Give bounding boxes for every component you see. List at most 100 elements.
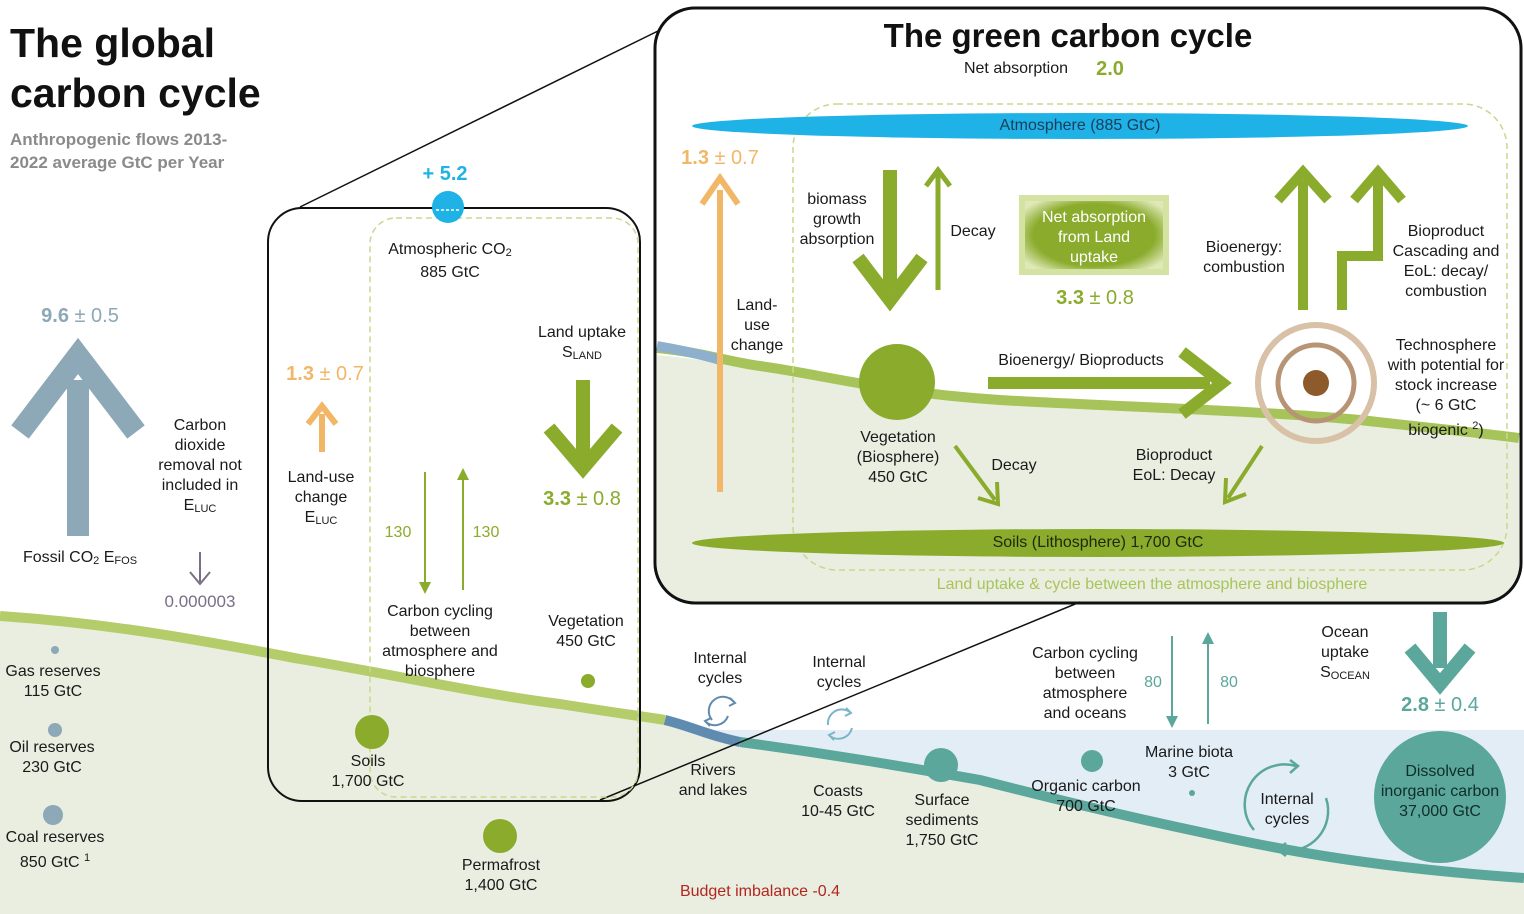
land-uptake-line1: Land uptake bbox=[537, 324, 627, 341]
title-line1: The global bbox=[10, 20, 215, 66]
cascading-line2: Cascading and bbox=[1392, 243, 1500, 260]
land-uptake-left-value: 3.3 ± 0.8 bbox=[530, 487, 634, 511]
soils-left-label: Soils 1,700 GtC bbox=[322, 752, 414, 792]
cdr-line5: E bbox=[183, 497, 195, 514]
green-cycle-title: The green carbon cycle bbox=[883, 17, 1253, 54]
bioproduct-step-arrow bbox=[1337, 180, 1383, 310]
ocean-cycling-line2: between bbox=[1054, 665, 1116, 682]
land-uptake-num: 3.3 bbox=[543, 488, 571, 510]
internal-cycle-icon-1 bbox=[703, 695, 737, 727]
sediments-line2: sediments bbox=[905, 812, 979, 829]
biomass-line2: growth bbox=[812, 211, 862, 228]
net-box-line2: from Land bbox=[1057, 229, 1131, 246]
budget-imbalance: Budget imbalance -0.4 bbox=[679, 883, 841, 900]
fossil-label-sub2: 2 bbox=[93, 555, 100, 567]
fossil-label-text: Fossil CO bbox=[22, 549, 94, 566]
net-absorption-value: 2.0 bbox=[1096, 58, 1124, 80]
vegetation-dot bbox=[581, 674, 595, 688]
biomass-label: biomass growth absorption bbox=[790, 190, 884, 250]
atmosphere-co2-dot bbox=[432, 191, 464, 223]
cycling-left-line1: Carbon cycling bbox=[387, 603, 493, 620]
ocean-cycling-line3: atmosphere bbox=[1042, 685, 1128, 702]
vegetation-inset-label: Vegetation (Biosphere) 450 GtC bbox=[846, 428, 950, 488]
cycling-left-up: 130 bbox=[472, 524, 500, 541]
ocean-cycling-line4: and oceans bbox=[1043, 705, 1127, 722]
vegetation-circle-inset bbox=[859, 344, 935, 420]
fossil-flow-value: 9.6 ± 0.5 bbox=[20, 304, 140, 328]
cdr-arrow-head bbox=[189, 571, 211, 586]
bioproduct-step-head bbox=[1350, 164, 1406, 204]
landuse-left-line1: Land-use bbox=[287, 469, 355, 486]
ground-area bbox=[0, 612, 1524, 914]
vegetation-left-label: Vegetation 450 GtC bbox=[538, 612, 634, 652]
cascading-line3: EoL: decay/ bbox=[1403, 263, 1489, 280]
technosphere-ring-outer bbox=[1255, 322, 1377, 444]
coasts-line2: 10-45 GtC bbox=[801, 803, 875, 820]
bioenergy-up-head bbox=[1274, 164, 1332, 204]
bioenergy-comb-line1: Bioenergy: bbox=[1205, 239, 1283, 256]
internal1-line1: Internal bbox=[693, 650, 747, 667]
decay-diag-shaft bbox=[953, 444, 997, 502]
land-uptake-arrow-head bbox=[543, 423, 623, 479]
atmosphere-change: + 5.2 bbox=[422, 163, 468, 185]
inset-ground-line-blue bbox=[656, 341, 722, 365]
fossil-value: 9.6 bbox=[41, 305, 69, 327]
technosphere-ring-mid bbox=[1275, 342, 1357, 424]
soils-dot bbox=[355, 715, 389, 749]
internal2-line1: Internal bbox=[812, 654, 866, 671]
inset-landuse-line1: Land- bbox=[736, 297, 778, 314]
dissolved-line1: Dissolved bbox=[1405, 763, 1475, 780]
inset-landuse-value: 1.3 ± 0.7 bbox=[670, 146, 770, 170]
gas-dot bbox=[51, 646, 59, 654]
soils-inset-label: Soils (Lithosphere) 1,700 GtC bbox=[992, 534, 1204, 551]
ground-line-land bbox=[0, 611, 666, 725]
coal-dot bbox=[43, 805, 63, 825]
fossil-label: Fossil CO2 EFOS bbox=[10, 548, 150, 571]
coasts-label: Coasts 10-45 GtC bbox=[790, 782, 886, 822]
oil-dot bbox=[48, 723, 62, 737]
page-title: The global carbon cycle bbox=[10, 18, 261, 118]
internal1-line2: cycles bbox=[697, 670, 743, 687]
technosphere-label: Technosphere with potential for stock in… bbox=[1380, 336, 1512, 441]
land-uptake-line2: S bbox=[561, 344, 573, 361]
oil-reserves-label: Oil reserves 230 GtC bbox=[0, 738, 104, 778]
internal-cycle-icon-2 bbox=[826, 707, 853, 741]
rivers-label: Rivers and lakes bbox=[668, 761, 758, 801]
ocean-cycling-down: 80 bbox=[1144, 674, 1162, 691]
eol-diag-head bbox=[1222, 477, 1247, 505]
net-box-num: 3.3 bbox=[1056, 287, 1084, 309]
sediments-line3: 1,750 GtC bbox=[905, 832, 979, 849]
organic-line2: 700 GtC bbox=[1056, 798, 1116, 815]
techno-line2: with potential for bbox=[1387, 357, 1505, 374]
fossil-uncertainty: ± 0.5 bbox=[74, 305, 119, 327]
ocean-uptake-label: Ocean uptake SOCEAN bbox=[1306, 623, 1384, 686]
inset-ground-line bbox=[656, 343, 1520, 443]
bioenergy-comb-line2: combustion bbox=[1203, 259, 1285, 276]
ocean-cycling-line1: Carbon cycling bbox=[1032, 645, 1138, 662]
land-uptake-unc: ± 0.8 bbox=[576, 488, 621, 510]
inset-landuse-label: Land- use change bbox=[722, 296, 792, 356]
organic-dot bbox=[1081, 750, 1103, 772]
soils-left-line2: 1,700 GtC bbox=[331, 773, 405, 790]
cdr-label: Carbon dioxide removal not included in E… bbox=[150, 416, 250, 519]
inset-landuse-head bbox=[699, 172, 741, 206]
ocean-uptake-line2: uptake bbox=[1320, 644, 1370, 661]
atm-left-sub: 2 bbox=[505, 247, 512, 259]
net-box-line1: Net absorption bbox=[1041, 209, 1147, 226]
subtitle-line2: 2022 average GtC per Year bbox=[10, 153, 225, 172]
marine-label: Marine biota 3 GtC bbox=[1138, 743, 1240, 783]
decay-top-label: Decay bbox=[950, 223, 996, 240]
internal3-line2: cycles bbox=[1264, 811, 1310, 828]
ocean-cycling-label: Carbon cycling between atmosphere and oc… bbox=[1022, 644, 1148, 724]
ocean-uptake-arrow-head bbox=[1404, 643, 1476, 695]
bioproducts-arrow-head bbox=[1178, 347, 1232, 419]
bioproduct-cascading-label: Bioproduct Cascading and EoL: decay/ com… bbox=[1386, 222, 1506, 302]
landuse-left-num: 1.3 bbox=[286, 363, 314, 385]
rivers-line2: and lakes bbox=[678, 782, 748, 799]
biomass-line3: absorption bbox=[799, 231, 875, 248]
land-dashed-box bbox=[369, 217, 639, 798]
veg-inset-line1: Vegetation bbox=[860, 429, 936, 446]
coal-amount: 850 GtC bbox=[19, 854, 80, 871]
permafrost-line2: 1,400 GtC bbox=[464, 877, 538, 894]
